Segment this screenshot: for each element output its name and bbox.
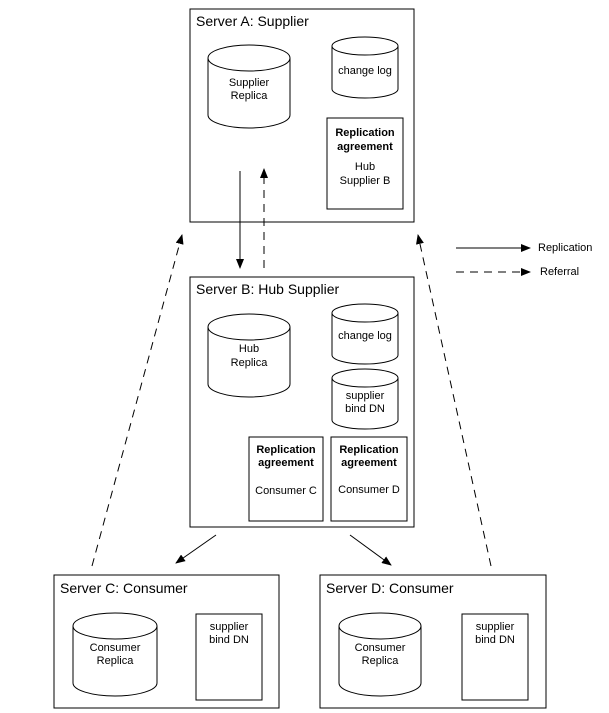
server-a-agreement-heading-1: Replication <box>335 127 395 139</box>
server-d-replica-label-2: Replica <box>362 655 400 667</box>
server-c-binddn-label-1: supplier <box>210 621 249 633</box>
server-a-changelog-label: change log <box>338 65 392 77</box>
server-d-title: Server D: Consumer <box>326 580 454 596</box>
server-a-replica-label-1: Supplier <box>229 77 270 89</box>
server-c-box: Server C: Consumer Consumer Replica supp… <box>53 574 280 709</box>
server-a-changelog-cylinder: change log <box>331 36 399 99</box>
server-a-replica-label-2: Replica <box>231 90 269 102</box>
legend: Replication Referral <box>456 242 592 278</box>
server-a-title: Server A: Supplier <box>196 13 309 29</box>
server-c-title: Server C: Consumer <box>60 580 188 596</box>
server-c-binddn-label-2: bind DN <box>209 634 249 646</box>
server-b-replica-cylinder: Hub Replica <box>207 313 291 398</box>
server-a-box: Server A: Supplier Supplier Replica chan… <box>189 8 415 223</box>
referral-arrow-d-to-a <box>416 234 492 567</box>
server-b-binddn-label-1: supplier <box>346 390 385 402</box>
server-d-box: Server D: Consumer Consumer Replica supp… <box>319 574 547 709</box>
replication-arrow-b-to-d <box>349 534 392 566</box>
server-a-agreement-document: Replication agreement Hub Supplier B <box>326 117 404 210</box>
server-b-replica-label-2: Replica <box>231 357 269 369</box>
legend-referral-label: Referral <box>540 266 579 278</box>
server-a-agreement-target-2: Supplier B <box>340 175 391 187</box>
server-c-replica-label-1: Consumer <box>90 642 141 654</box>
server-b-binddn-cylinder: supplier bind DN <box>331 368 399 430</box>
server-d-replica-cylinder: Consumer Replica <box>338 612 422 697</box>
server-b-agreement-d-target: Consumer D <box>338 484 400 496</box>
server-b-agreement-d-document: Replication agreement Consumer D <box>330 436 408 522</box>
server-b-agreement-c-document: Replication agreement Consumer C <box>248 436 324 522</box>
server-b-binddn-label-2: bind DN <box>345 403 385 415</box>
server-a-replica-cylinder: Supplier Replica <box>207 44 291 129</box>
server-b-changelog-cylinder: change log <box>331 303 399 365</box>
server-b-agreement-c-heading-1: Replication <box>256 444 316 456</box>
server-d-replica-label-1: Consumer <box>355 642 406 654</box>
server-a-agreement-heading-2: agreement <box>337 141 393 153</box>
legend-replication-label: Replication <box>538 242 592 254</box>
server-b-replica-label-1: Hub <box>239 343 259 355</box>
server-d-binddn-label-1: supplier <box>476 621 515 633</box>
referral-arrow-c-to-a <box>91 234 184 567</box>
server-b-agreement-c-heading-2: agreement <box>258 457 314 469</box>
replication-arrow-b-to-c <box>175 534 217 564</box>
server-b-box: Server B: Hub Supplier Hub Replica chang… <box>189 276 415 528</box>
server-b-title: Server B: Hub Supplier <box>196 281 340 297</box>
server-d-binddn-document: supplier bind DN <box>461 613 529 701</box>
server-c-replica-cylinder: Consumer Replica <box>72 612 158 697</box>
server-c-binddn-document: supplier bind DN <box>195 613 263 701</box>
server-a-agreement-target-1: Hub <box>355 161 375 173</box>
server-b-agreement-d-heading-2: agreement <box>341 457 397 469</box>
server-b-agreement-c-target: Consumer C <box>255 485 317 497</box>
server-c-replica-label-2: Replica <box>97 655 135 667</box>
server-b-changelog-label: change log <box>338 330 392 342</box>
server-d-binddn-label-2: bind DN <box>475 634 515 646</box>
server-b-agreement-d-heading-1: Replication <box>339 444 399 456</box>
